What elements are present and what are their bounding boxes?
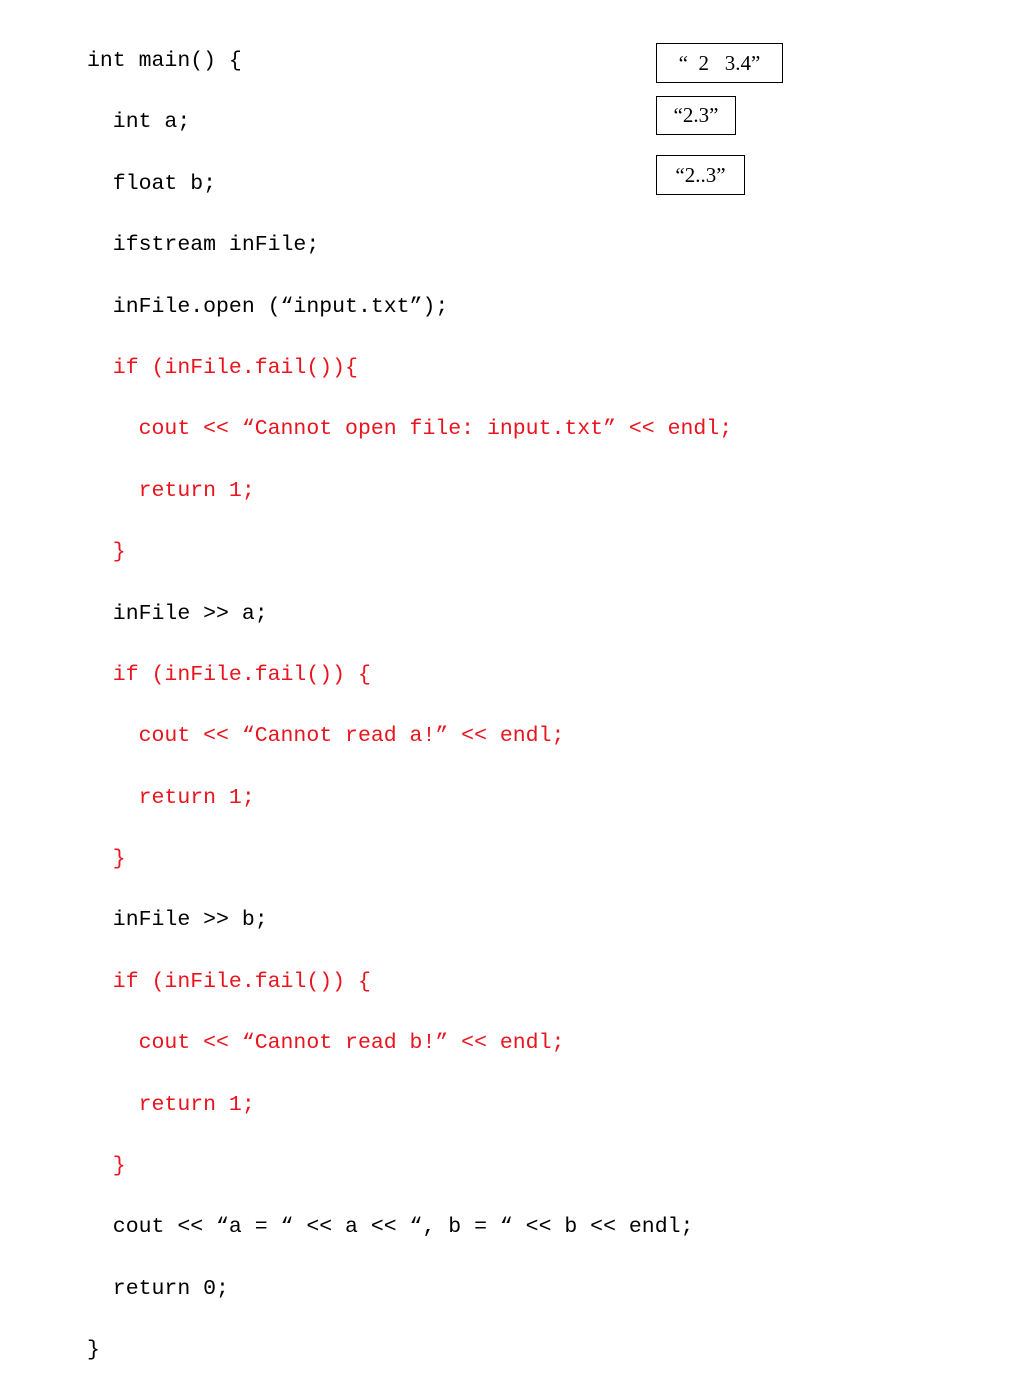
code-line: return 0; — [87, 1276, 229, 1301]
code-line: } — [87, 1338, 100, 1363]
code-line: return 1; — [87, 1092, 255, 1117]
code-line: } — [87, 1154, 126, 1179]
code-line: ifstream inFile; — [87, 233, 320, 258]
code-line: } — [87, 847, 126, 872]
code-line: int a; — [87, 110, 191, 135]
code-line: cout << “a = “ << a << “, b = “ << b << … — [87, 1215, 694, 1240]
code-line: float b; — [87, 171, 217, 196]
input-example-box: “2..3” — [656, 155, 745, 195]
code-line: inFile >> a; — [87, 601, 268, 626]
code-line: cout << “Cannot open file: input.txt” <<… — [87, 417, 733, 442]
input-example-box: “2.3” — [656, 96, 736, 135]
input-example-box: “ 2 3.4” — [656, 43, 783, 83]
code-line: cout << “Cannot read b!” << endl; — [87, 1031, 565, 1056]
code-listing: int main() { int a; float b; ifstream in… — [87, 46, 732, 1397]
code-line: if (inFile.fail()) { — [87, 662, 371, 687]
code-line: } — [87, 540, 126, 565]
code-line: int main() { — [87, 49, 242, 73]
code-line: inFile.open (“input.txt”); — [87, 294, 449, 319]
code-line: if (inFile.fail()){ — [87, 355, 358, 380]
code-line: if (inFile.fail()) { — [87, 969, 371, 994]
code-line: return 1; — [87, 478, 255, 503]
code-line: cout << “Cannot read a!” << endl; — [87, 724, 565, 749]
code-line: return 1; — [87, 785, 255, 810]
code-line: inFile >> b; — [87, 908, 268, 933]
